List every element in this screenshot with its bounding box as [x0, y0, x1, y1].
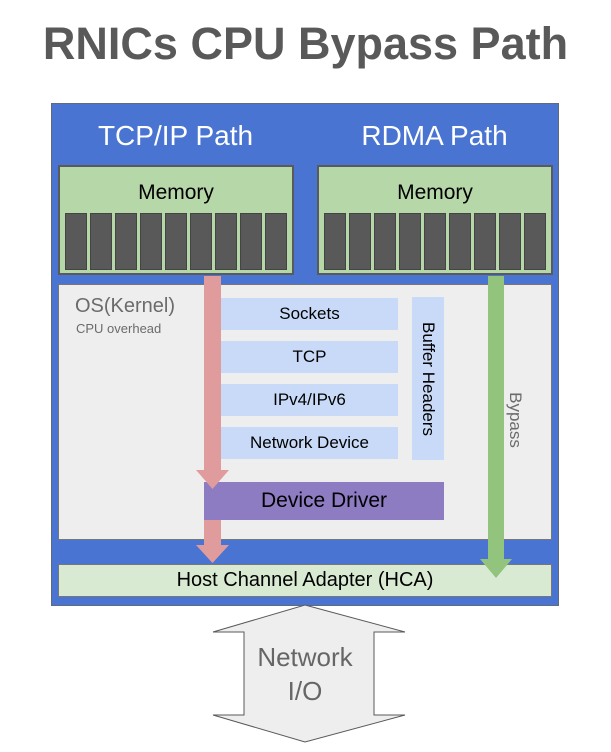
stack-layer-sockets: Sockets — [221, 298, 398, 330]
memory-cell — [240, 213, 262, 270]
network-io-double-arrow — [212, 604, 406, 743]
rdma-arrow-head — [480, 559, 512, 578]
memory-cell — [524, 213, 546, 270]
memory-cell — [349, 213, 371, 270]
buffer-headers-block: Buffer Headers — [412, 297, 444, 460]
rdma-path-label: RDMA Path — [361, 120, 508, 151]
hca-block: Host Channel Adapter (HCA) — [58, 564, 552, 597]
network-io-line2: I/O — [287, 676, 323, 706]
tcpip-arrow-head-lower — [196, 545, 229, 563]
memory-cell — [374, 213, 396, 270]
rdma-bypass-arrow — [480, 276, 512, 578]
memory-cell — [449, 213, 471, 270]
tcpip-arrow-shaft-upper — [204, 276, 221, 470]
tcpip-memory-label: Memory — [138, 181, 214, 204]
cpu-overhead-label: CPU overhead — [76, 321, 162, 336]
memory-cell — [115, 213, 137, 270]
memory-cell — [165, 213, 187, 270]
os-kernel-label: OS(Kernel) — [75, 295, 176, 317]
rdma-memory-block: Memory — [317, 165, 553, 275]
memory-cell — [474, 213, 496, 270]
memory-cell — [499, 213, 521, 270]
memory-cell — [190, 213, 212, 270]
tcpip-memory-cells — [65, 213, 287, 270]
memory-cell — [324, 213, 346, 270]
memory-cell — [65, 213, 87, 270]
tcpip-path-label: TCP/IP Path — [97, 120, 254, 151]
device-driver-block: Device Driver — [204, 482, 444, 520]
rdma-arrow-shaft — [488, 276, 504, 560]
memory-cell — [424, 213, 446, 270]
rdma-memory-label: Memory — [397, 181, 473, 204]
stack-layer-tcp: TCP — [221, 341, 398, 373]
network-io-line1: Network — [257, 642, 353, 672]
memory-cell — [399, 213, 421, 270]
rdma-memory-cells — [324, 213, 546, 270]
tcpip-arrow-head-upper — [196, 470, 229, 489]
network-io-label: Network I/O — [230, 640, 380, 708]
tcpip-memory-block: Memory — [58, 165, 294, 275]
diagram-title: RNICs CPU Bypass Path — [42, 18, 569, 69]
tcpip-arrow-shaft-lower — [204, 520, 221, 546]
memory-cell — [215, 213, 237, 270]
memory-cell — [90, 213, 112, 270]
stack-layer-ip: IPv4/IPv6 — [221, 384, 398, 416]
memory-cell — [140, 213, 162, 270]
memory-cell — [265, 213, 287, 270]
stack-layer-network-device: Network Device — [221, 427, 398, 459]
tcpip-data-arrow — [196, 276, 229, 563]
